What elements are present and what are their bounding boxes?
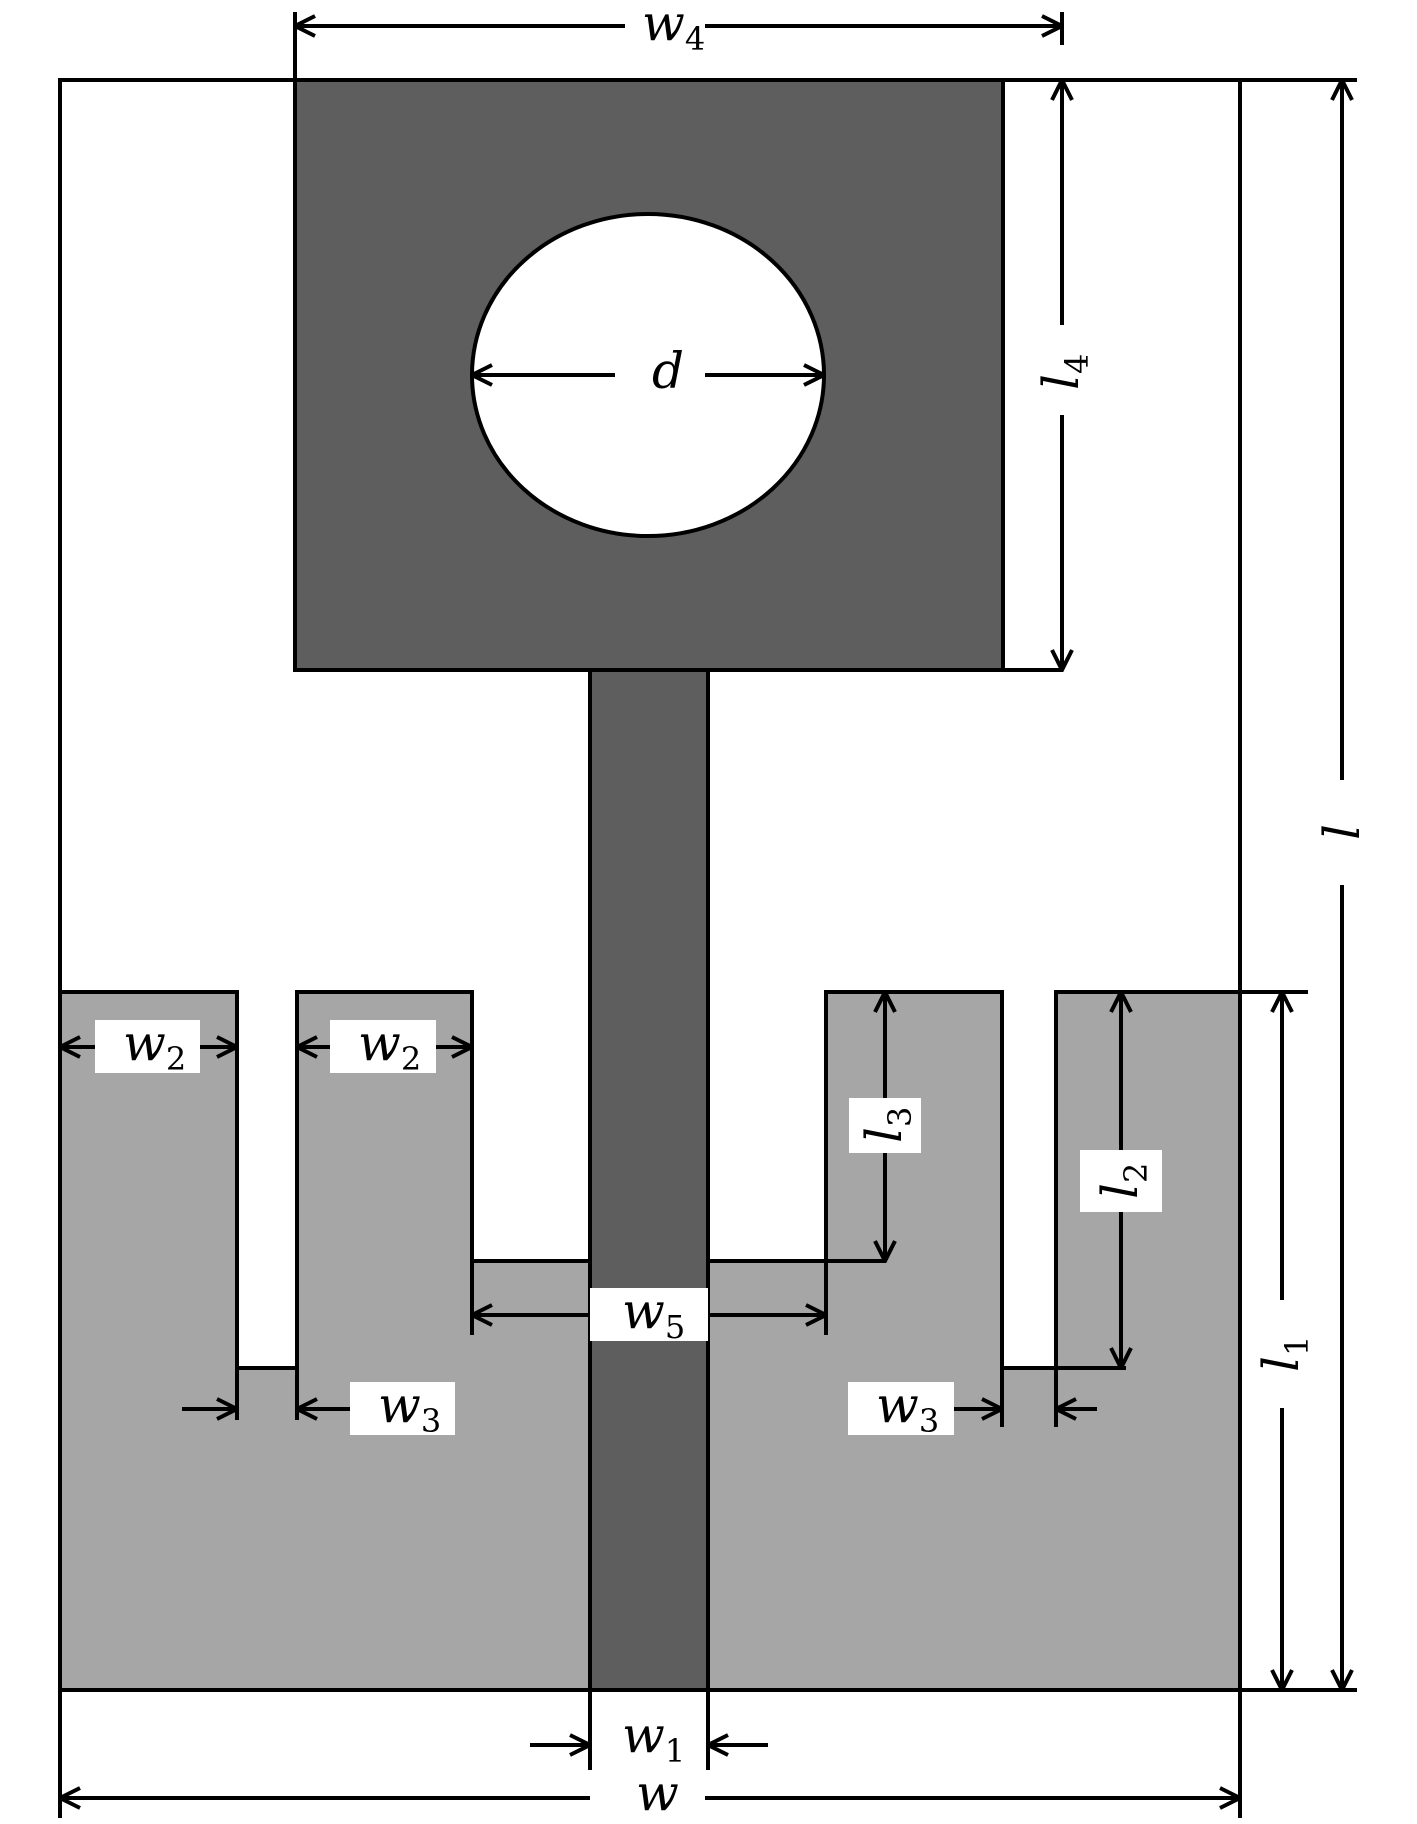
- label-w1: w1: [622, 1706, 685, 1770]
- label-l4: l4: [1032, 354, 1096, 390]
- label-box-w3a: [350, 1382, 455, 1435]
- label-box-l2: [1080, 1150, 1162, 1212]
- label-l2: l2: [1091, 1163, 1155, 1199]
- label-l3: l3: [855, 1107, 919, 1143]
- label-box-w5: [590, 1288, 708, 1341]
- label-box-w2b: [330, 1020, 436, 1073]
- label-w3b: w3: [876, 1376, 939, 1440]
- label-l: l: [1313, 824, 1371, 840]
- label-w2b: w2: [358, 1014, 421, 1078]
- label-w: w: [636, 1764, 679, 1822]
- label-d: d: [652, 342, 684, 400]
- label-box-l3: [849, 1098, 921, 1153]
- label-box-w3b: [848, 1382, 954, 1435]
- label-w2a: w2: [123, 1014, 186, 1078]
- label-w5: w5: [622, 1282, 685, 1346]
- feed-line: [588, 668, 710, 1692]
- label-w4: w4: [642, 0, 705, 58]
- label-box-w2a: [95, 1020, 200, 1073]
- label-l1: l1: [1252, 1336, 1316, 1372]
- label-w3a: w3: [378, 1376, 441, 1440]
